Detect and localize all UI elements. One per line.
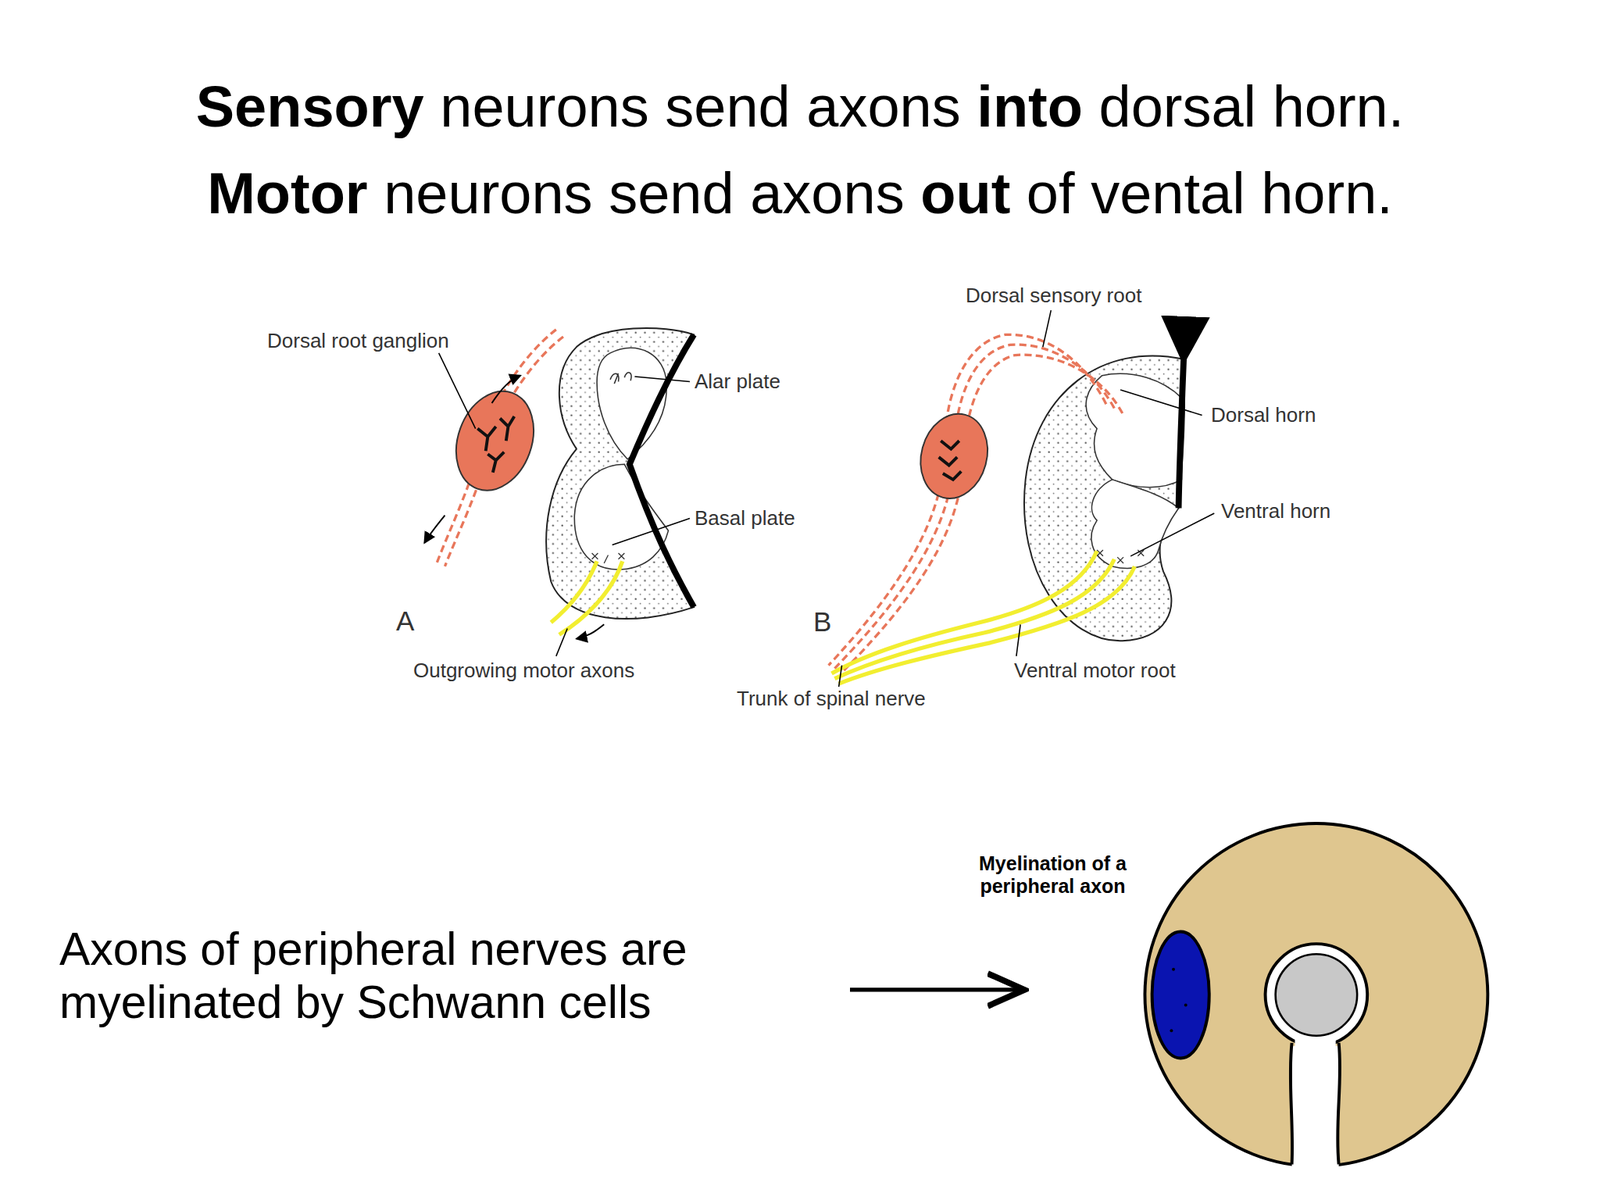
sensory-axons-a bbox=[436, 329, 564, 567]
title-word: send bbox=[608, 160, 734, 226]
sensory-root-b bbox=[828, 334, 1123, 672]
part-label: Dorsal sensory root bbox=[965, 284, 1142, 308]
panel-letter: A bbox=[396, 605, 415, 637]
title-word: Motor bbox=[207, 160, 368, 226]
title-word: of bbox=[1026, 160, 1075, 226]
part-label: Ventral horn bbox=[1221, 500, 1331, 524]
leader-lines-b bbox=[839, 310, 1215, 687]
figure-caption: Myelination of a peripheral axon bbox=[950, 852, 1155, 898]
slide-title: Sensory neurons send axons into dorsal h… bbox=[0, 63, 1600, 237]
title-word: neurons bbox=[383, 160, 593, 226]
leader-lines-a bbox=[439, 353, 690, 657]
title-word: vental bbox=[1090, 160, 1245, 226]
title-word: into bbox=[976, 74, 1083, 140]
part-label: Outgrowing motor axons bbox=[413, 659, 635, 683]
title-word: axons bbox=[750, 160, 904, 226]
growth-arrow bbox=[576, 624, 604, 639]
part-label: Ventral motor root bbox=[1014, 659, 1176, 683]
title-word: send bbox=[664, 74, 790, 140]
title-word: neurons bbox=[439, 74, 649, 140]
neural-tube-a bbox=[546, 328, 694, 619]
ganglion-cells-a bbox=[477, 416, 515, 473]
schwann-cell bbox=[1144, 823, 1488, 1174]
title-word: axons bbox=[806, 74, 961, 140]
title-word: dorsal bbox=[1099, 74, 1258, 140]
part-label: Dorsal horn bbox=[1210, 403, 1316, 428]
motor-axons-a bbox=[550, 560, 622, 635]
title-word: out bbox=[920, 160, 1011, 226]
part-label: Dorsal root ganglion bbox=[267, 329, 450, 354]
title-word: Sensory bbox=[196, 74, 425, 140]
dorsal-root-ganglion-b bbox=[911, 406, 997, 507]
panel-letter: B bbox=[813, 606, 832, 638]
ganglion-cells-b bbox=[939, 440, 962, 480]
pointer-arrow bbox=[850, 987, 1021, 992]
part-label: Basal plate bbox=[694, 507, 796, 531]
growth-arrow bbox=[492, 375, 522, 404]
title-word: horn. bbox=[1260, 160, 1393, 226]
growth-arrow bbox=[424, 515, 445, 543]
body-text: Axons of peripheral nerves are myelinate… bbox=[59, 923, 856, 1030]
part-label: Trunk of spinal nerve bbox=[736, 687, 926, 711]
title-word: horn. bbox=[1272, 74, 1405, 140]
part-label: Alar plate bbox=[694, 370, 781, 394]
